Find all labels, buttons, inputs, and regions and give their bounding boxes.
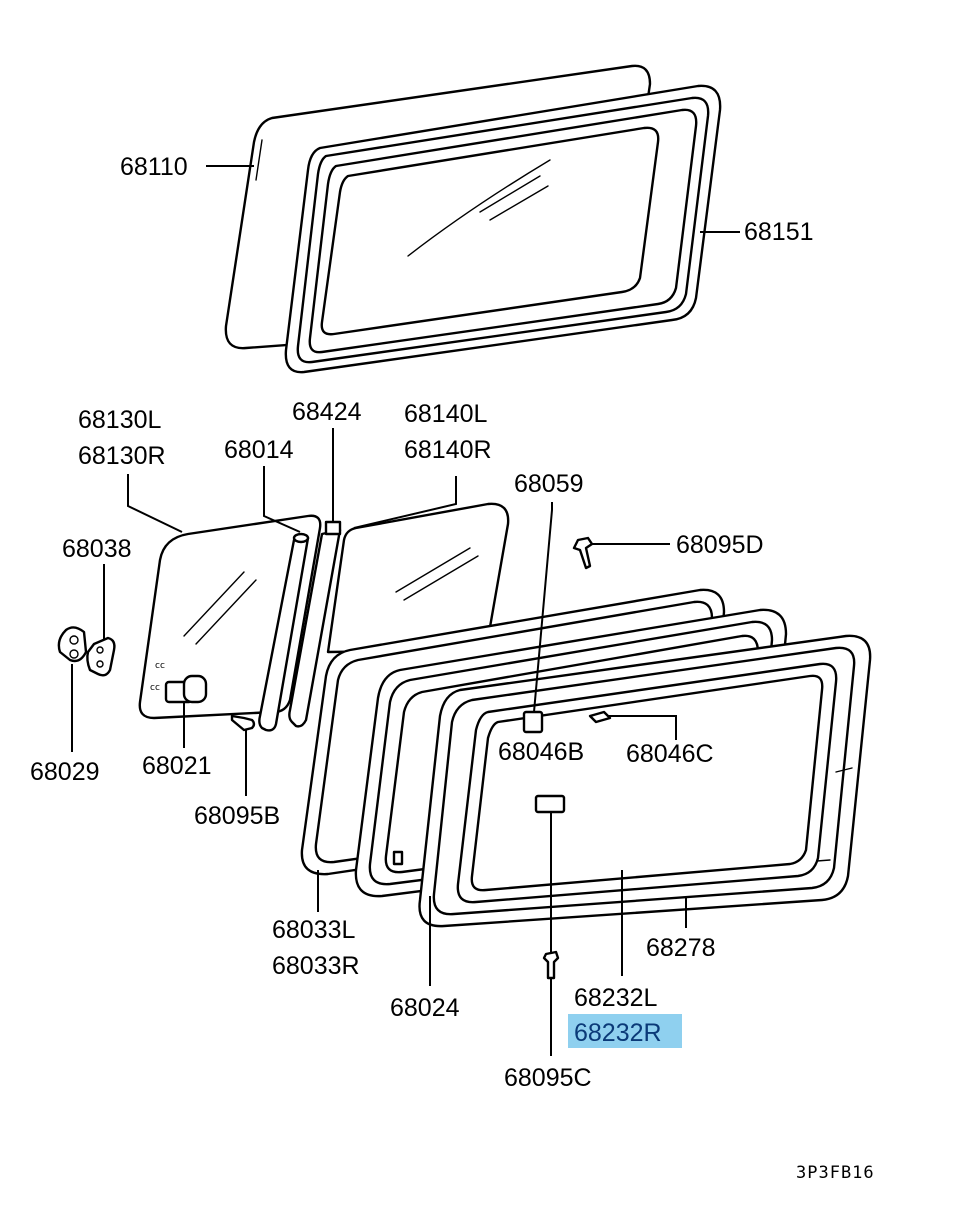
- label-68140L: 68140L: [404, 400, 488, 428]
- label-68110: 68110: [120, 153, 188, 181]
- label-68033L: 68033L: [272, 916, 356, 944]
- label-68424: 68424: [292, 398, 362, 426]
- label-68232L: 68232L: [574, 984, 658, 1012]
- label-68151: 68151: [744, 218, 814, 246]
- bracket-68038: [86, 636, 116, 677]
- screw-68095D: [572, 536, 594, 570]
- label-68059: 68059: [514, 470, 584, 498]
- label-68232R: 68232R: [574, 1019, 662, 1047]
- leader-lines: [71, 165, 740, 1056]
- label-68024: 68024: [390, 994, 460, 1022]
- channel-68424: [288, 520, 342, 728]
- diagram-code: 3P3FB16: [796, 1163, 875, 1183]
- label-68046C: 68046C: [626, 740, 714, 768]
- label-68095B: 68095B: [194, 802, 280, 830]
- clip-68046B: [522, 710, 544, 734]
- svg-text:cc: cc: [150, 683, 160, 693]
- label-68140R: 68140R: [404, 436, 492, 464]
- label-68033R: 68033R: [272, 952, 360, 980]
- label-68046B: 68046B: [498, 738, 584, 766]
- inner-glass-panel: [320, 126, 660, 336]
- frame-68232: [456, 662, 838, 904]
- label-68014: 68014: [224, 436, 294, 464]
- label-68095C: 68095C: [504, 1064, 592, 1092]
- screw-68095C: [542, 950, 560, 980]
- channel-68014: [258, 532, 310, 732]
- highlight-68232R: [568, 1014, 682, 1048]
- roller-68029: [57, 626, 88, 663]
- latch-68021: [164, 674, 208, 704]
- block-68232-part: [534, 794, 566, 814]
- label-68278: 68278: [646, 934, 716, 962]
- label-68029: 68029: [30, 758, 100, 786]
- clip-68046C: [588, 710, 612, 724]
- label-68130R: 68130R: [78, 442, 166, 470]
- label-68038: 68038: [62, 535, 132, 563]
- svg-text:cc: cc: [155, 661, 165, 671]
- screw-68095B: [230, 714, 256, 732]
- label-68021: 68021: [142, 752, 212, 780]
- label-68130L: 68130L: [78, 406, 162, 434]
- label-68095D: 68095D: [676, 531, 764, 559]
